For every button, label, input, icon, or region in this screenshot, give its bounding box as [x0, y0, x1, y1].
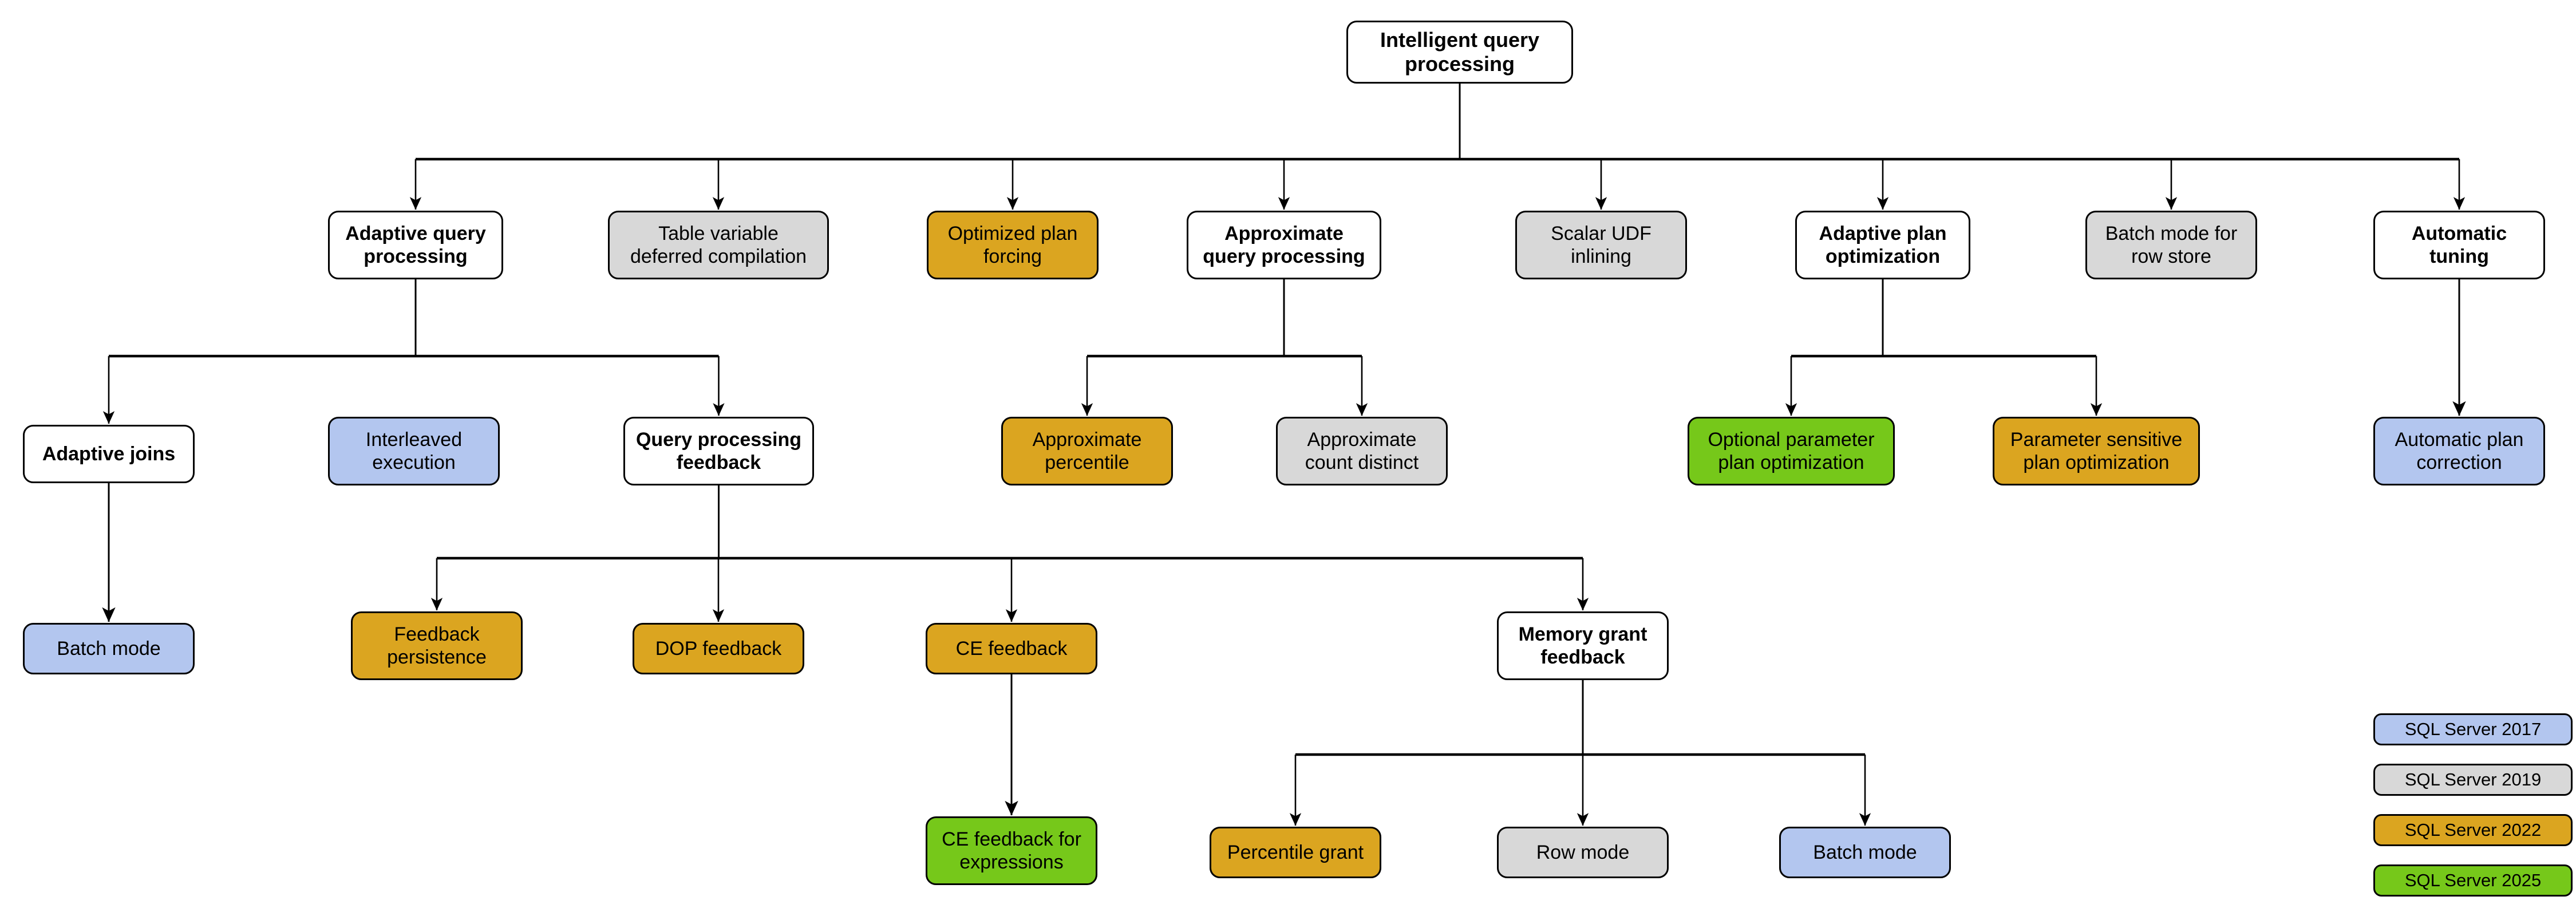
node-mgf[interactable]: Memory grant feedback: [1497, 611, 1669, 680]
node-acd[interactable]: Approximate count distinct: [1276, 417, 1448, 485]
node-fbp[interactable]: Feedback persistence: [351, 611, 523, 680]
node-bmode2[interactable]: Batch mode: [1779, 827, 1951, 878]
node-oppo[interactable]: Optional parameter plan optimization: [1688, 417, 1895, 485]
legend-item-3: SQL Server 2025: [2373, 864, 2573, 897]
node-pgrant[interactable]: Percentile grant: [1210, 827, 1381, 878]
node-apct[interactable]: Approximate percentile: [1001, 417, 1173, 485]
node-dopf[interactable]: DOP feedback: [633, 623, 804, 674]
node-ilex[interactable]: Interleaved execution: [328, 417, 500, 485]
node-bmrs[interactable]: Batch mode for row store: [2085, 211, 2257, 279]
node-tvdc[interactable]: Table variable deferred compilation: [608, 211, 829, 279]
node-ajoin[interactable]: Adaptive joins: [23, 425, 195, 483]
node-aqp[interactable]: Adaptive query processing: [328, 211, 503, 279]
legend-item-0: SQL Server 2017: [2373, 713, 2573, 745]
node-cef[interactable]: CE feedback: [926, 623, 1097, 674]
legend-item-2: SQL Server 2022: [2373, 814, 2573, 846]
node-aqpr[interactable]: Approximate query processing: [1187, 211, 1381, 279]
node-autot[interactable]: Automatic tuning: [2373, 211, 2545, 279]
node-apc[interactable]: Automatic plan correction: [2373, 417, 2545, 485]
node-apo[interactable]: Adaptive plan optimization: [1795, 211, 1970, 279]
node-udf[interactable]: Scalar UDF inlining: [1515, 211, 1687, 279]
legend-item-1: SQL Server 2019: [2373, 764, 2573, 796]
node-opf[interactable]: Optimized plan forcing: [927, 211, 1099, 279]
node-bmode1[interactable]: Batch mode: [23, 623, 195, 674]
node-root[interactable]: Intelligent query processing: [1346, 21, 1573, 84]
node-pspo[interactable]: Parameter sensitive plan optimization: [1993, 417, 2200, 485]
node-cefe[interactable]: CE feedback for expressions: [926, 816, 1097, 885]
node-qpf[interactable]: Query processing feedback: [623, 417, 814, 485]
node-rmode[interactable]: Row mode: [1497, 827, 1669, 878]
